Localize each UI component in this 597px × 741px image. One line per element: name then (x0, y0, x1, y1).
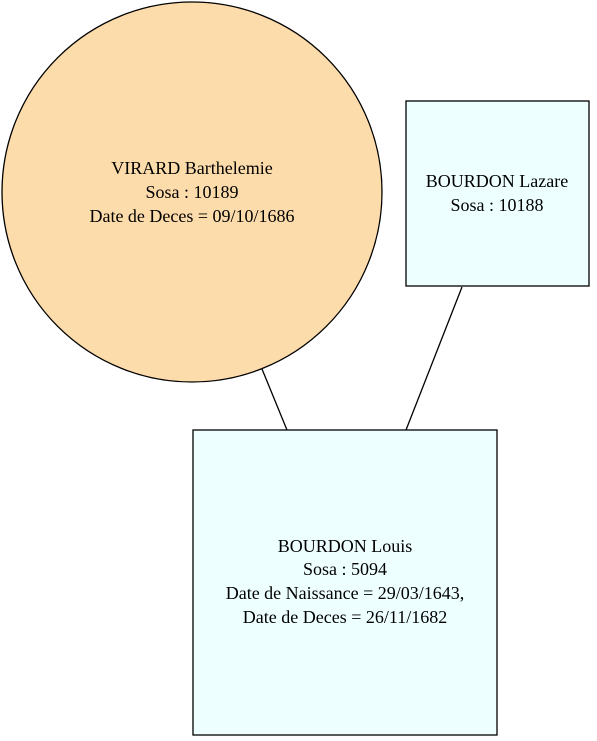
node-bourdon-louis-name: BOURDON Louis (278, 536, 413, 556)
node-bourdon-lazare[interactable]: BOURDON Lazare Sosa : 10188 (405, 100, 590, 287)
node-bourdon-lazare-shape (405, 100, 590, 287)
edge-lazare-to-louis (405, 286, 463, 431)
node-bourdon-louis-shape (192, 429, 498, 736)
node-bourdon-louis-birth: Date de Naissance = 29/03/1643, (226, 583, 465, 603)
node-virard-barthelemie-sosa: Sosa : 10189 (145, 182, 238, 202)
node-bourdon-lazare-name: BOURDON Lazare (426, 171, 568, 191)
edge-virard-to-louis (261, 368, 288, 431)
node-bourdon-lazare-sosa: Sosa : 10188 (450, 195, 543, 215)
node-virard-barthelemie[interactable]: VIRARD Barthelemie Sosa : 10189 Date de … (1, 1, 383, 383)
node-virard-barthelemie-death: Date de Deces = 09/10/1686 (89, 206, 294, 226)
node-bourdon-louis-sosa: Sosa : 5094 (303, 559, 387, 579)
node-bourdon-louis[interactable]: BOURDON Louis Sosa : 5094 Date de Naissa… (192, 429, 498, 736)
node-bourdon-louis-death: Date de Deces = 26/11/1682 (243, 607, 447, 627)
node-virard-barthelemie-shape (1, 1, 383, 383)
node-virard-barthelemie-name: VIRARD Barthelemie (111, 158, 272, 178)
